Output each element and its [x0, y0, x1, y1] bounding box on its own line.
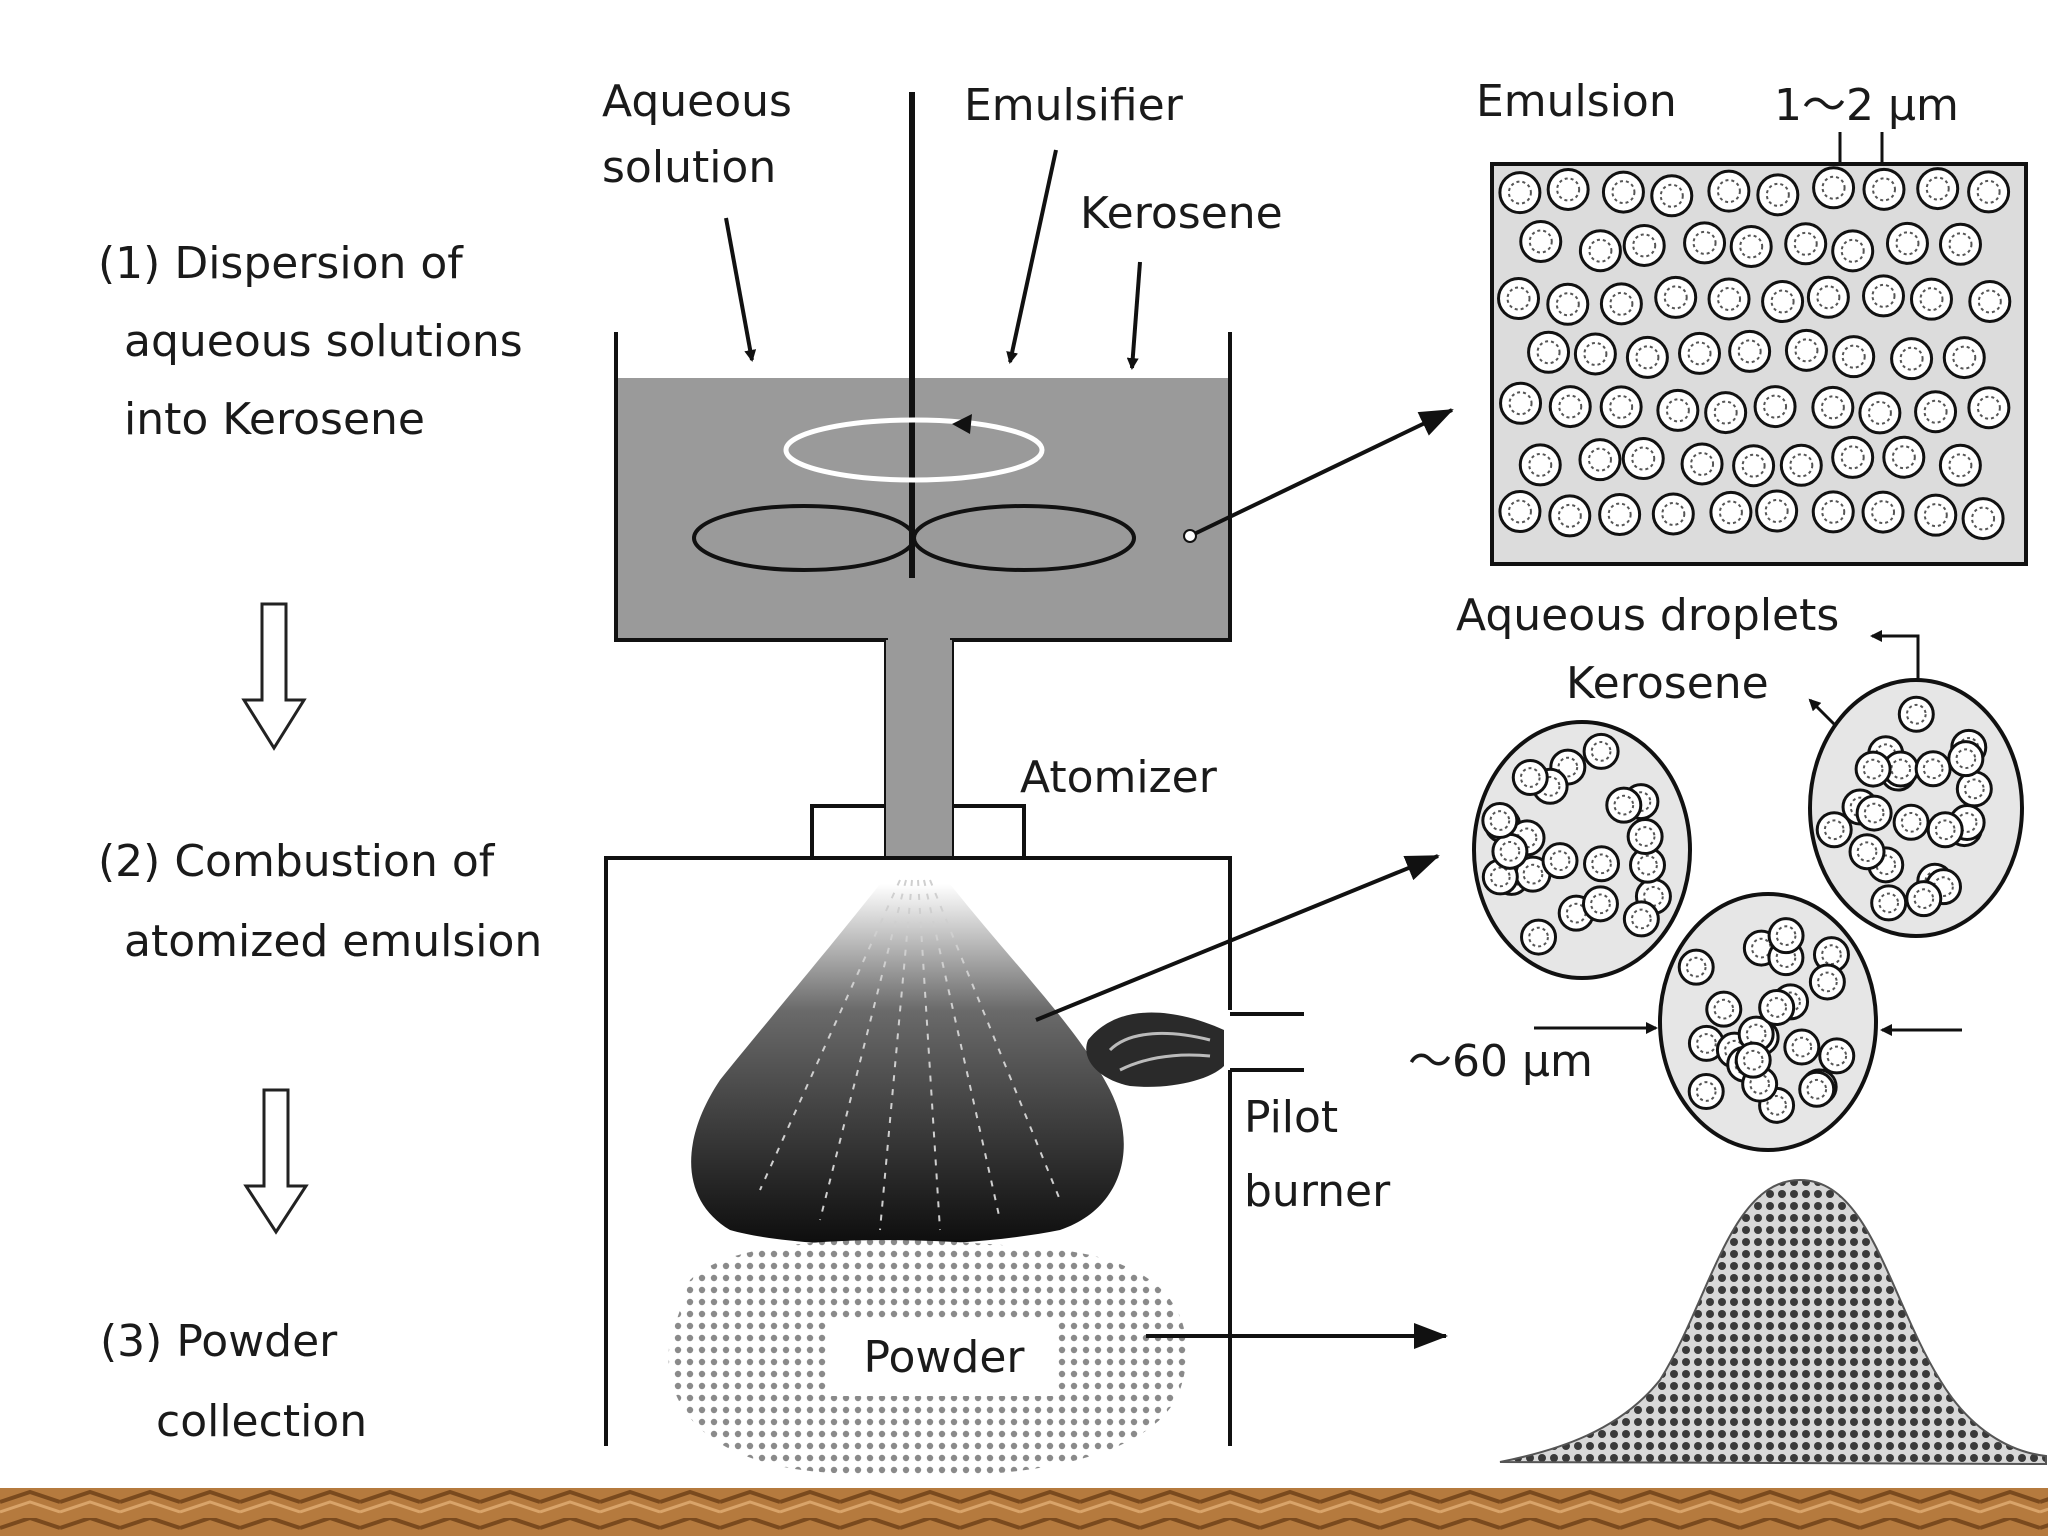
powder-label: Powder: [864, 1332, 1026, 1383]
step-2-line-2: atomized emulsion: [124, 916, 542, 967]
combustion-chamber: [604, 856, 1304, 1446]
kerosene-right-label: Kerosene: [1566, 658, 1769, 709]
kerosene-top-arrow: [1126, 261, 1142, 370]
aqueous-droplets-label: Aqueous droplets: [1456, 590, 1839, 641]
step-1-line-2: aqueous solutions: [124, 316, 523, 367]
emulsion-pointer-arrow: [1189, 408, 1454, 538]
step-2-line-1: (2) Combustion of: [98, 836, 496, 887]
pilot-flame-icon: [1086, 1012, 1224, 1087]
emulsifier-label: Emulsifier: [964, 80, 1184, 131]
kerosene-top-label: Kerosene: [1080, 188, 1283, 239]
step-3-label: (3) Powder collection: [100, 1316, 367, 1447]
down-arrow-2-icon: [243, 1088, 309, 1235]
aqueous-label-line-1: Aqueous: [602, 76, 792, 127]
step-1-line-3: into Kerosene: [124, 394, 425, 445]
down-arrow-1-icon: [241, 602, 307, 751]
powder-pile: Powder: [668, 1240, 1187, 1477]
wood-border: [0, 1488, 2048, 1536]
rotation-icon: [783, 417, 1045, 483]
pilot-label-line-2: burner: [1244, 1166, 1391, 1217]
stirrer-blade-right: [912, 504, 1136, 572]
size-large-label: ～60 μm: [1408, 1036, 1593, 1087]
step-1-line-1: (1) Dispersion of: [98, 238, 464, 289]
step-3-line-2: collection: [156, 1396, 367, 1447]
emulsion-box: [1490, 162, 2028, 566]
pilot-label-line-1: Pilot: [1244, 1092, 1338, 1143]
emulsion-label: Emulsion: [1476, 76, 1677, 127]
atomizer-label: Atomizer: [1020, 752, 1218, 803]
step-3-line-1: (3) Powder: [100, 1316, 338, 1367]
aqueous-droplet-arrow: [1870, 630, 1920, 690]
spray-flame: [691, 879, 1124, 1245]
emulsion-droplets: [1472, 678, 2024, 1152]
step-2-label: (2) Combustion of atomized emulsion: [98, 836, 542, 967]
powder-heap: [1499, 1178, 2047, 1466]
size-small-label: 1～2 μm: [1774, 80, 1959, 131]
step-1-label: (1) Dispersion of aqueous solutions into…: [98, 238, 523, 445]
emulsifier-arrow: [1006, 149, 1058, 364]
atomizer-nozzle: [810, 780, 1026, 860]
mixing-tank: [614, 92, 1232, 860]
droplet-pointer-arrow: [1035, 854, 1440, 1022]
aqueous-label-line-2: solution: [602, 142, 776, 193]
aqueous-arrow: [724, 217, 757, 362]
